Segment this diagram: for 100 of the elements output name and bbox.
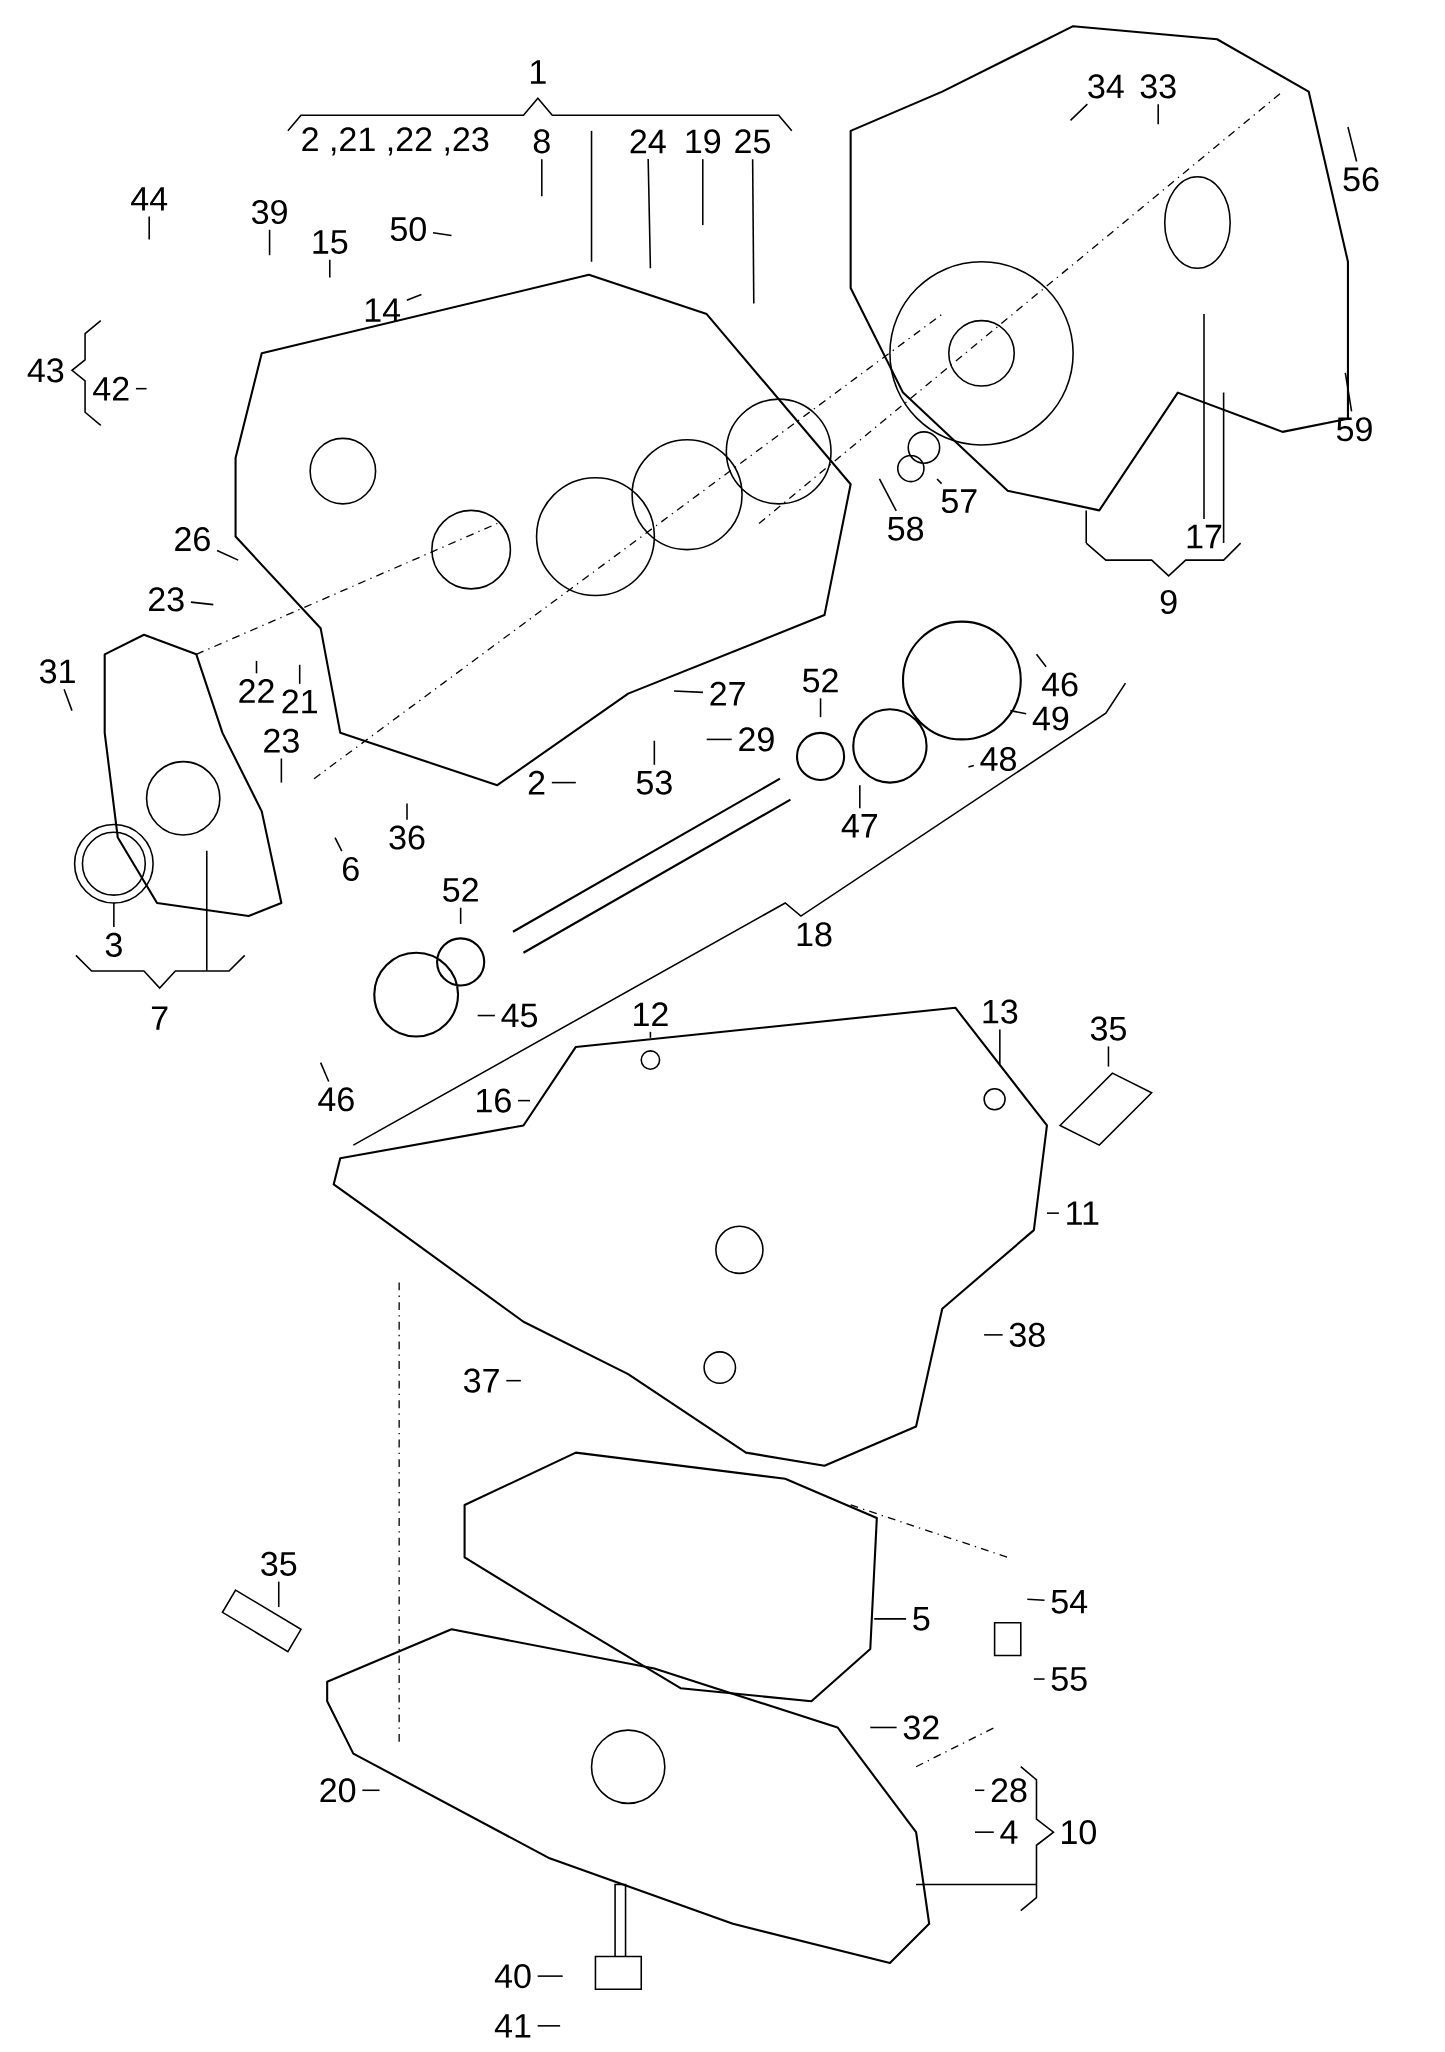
leader-line xyxy=(361,1789,381,1792)
callout-number: 35 xyxy=(261,1551,297,1576)
leader-line xyxy=(819,697,822,718)
callout-number: 37 xyxy=(464,1368,499,1393)
callout-number: 41 xyxy=(494,2014,531,2038)
leader-line xyxy=(999,1028,1001,1065)
leader-line xyxy=(649,1031,652,1039)
leader-line xyxy=(702,158,704,226)
leader-line xyxy=(859,784,861,810)
leader-line xyxy=(673,690,704,694)
callout-number: 13 xyxy=(983,999,1018,1024)
callout-number: 38 xyxy=(1009,1322,1045,1347)
callout-number: 54 xyxy=(1051,1589,1088,1614)
callout-number: 23 xyxy=(264,728,299,753)
leader-line xyxy=(1069,103,1089,122)
leader-line xyxy=(216,549,240,561)
leader-line xyxy=(268,229,271,256)
leader-line xyxy=(974,1789,986,1792)
leader-line xyxy=(329,258,331,279)
callout-number: 32 xyxy=(903,1715,939,1740)
callout-number: 19 xyxy=(686,129,721,154)
leader-line xyxy=(319,1061,330,1083)
callout-number: 25 xyxy=(735,129,771,154)
leader-line xyxy=(878,478,898,512)
leader-line xyxy=(334,836,343,852)
leader-line xyxy=(647,158,652,270)
leader-line xyxy=(1035,653,1047,668)
leader-line xyxy=(460,906,462,925)
leader-line xyxy=(406,802,408,821)
callout-number: 43 xyxy=(27,358,64,383)
leader-line xyxy=(751,158,755,305)
callout-number: 45 xyxy=(501,1003,538,1028)
leader-line xyxy=(1347,126,1358,163)
callout-number: 9 xyxy=(1160,589,1177,615)
leader-line xyxy=(537,2025,561,2027)
callout-number: 12 xyxy=(634,1002,668,1027)
callout-number: 57 xyxy=(941,489,977,514)
leader-line xyxy=(551,781,577,784)
callout-number: 14 xyxy=(365,298,401,322)
leader-line xyxy=(477,1014,496,1017)
leader-line xyxy=(1203,313,1205,520)
callout-number: 33 xyxy=(1140,74,1176,99)
callout-number: 49 xyxy=(1032,706,1069,731)
leader-line xyxy=(190,601,215,606)
leader-line xyxy=(1009,709,1028,715)
callout-number: 34 xyxy=(1088,74,1124,99)
leader-line xyxy=(1026,1598,1046,1602)
callout-number: 21 xyxy=(282,689,318,714)
leader-line xyxy=(517,1099,531,1102)
leader-line xyxy=(63,688,73,712)
callout-number: 26 xyxy=(175,527,210,552)
callout-number: 18 xyxy=(797,922,832,947)
callout-number: 31 xyxy=(40,659,75,684)
callout-number: 52 xyxy=(443,877,478,902)
callout-number: 5 xyxy=(913,1607,930,1631)
callout-number: 23 xyxy=(149,587,184,612)
callout-number: 35 xyxy=(1090,1016,1127,1041)
leader-line xyxy=(406,293,423,302)
leader-line xyxy=(280,757,283,784)
callout-number: 59 xyxy=(1337,417,1372,442)
callout-number: 55 xyxy=(1051,1667,1087,1691)
callout-number: 2 xyxy=(528,770,545,795)
callout-number: 22 xyxy=(239,679,274,703)
leader-line xyxy=(135,387,148,390)
callout-number: 8 xyxy=(533,129,550,154)
callout-number: 52 xyxy=(803,668,838,693)
callout-number: 29 xyxy=(739,727,774,752)
leader-line xyxy=(1344,372,1353,413)
leader-line xyxy=(299,664,301,685)
leader-line xyxy=(1157,103,1160,126)
callout-number: 56 xyxy=(1343,167,1379,192)
callout-number: 2 ,21 ,22 ,23 xyxy=(302,127,489,156)
callout-number: 3 xyxy=(105,932,122,957)
callout-number: 27 xyxy=(710,681,745,706)
callout-number: 36 xyxy=(389,825,425,850)
callout-number: 17 xyxy=(1187,524,1222,549)
leader-line xyxy=(148,215,151,241)
callout-number: 40 xyxy=(494,1964,531,1989)
callout-number: 4 xyxy=(1000,1820,1018,1844)
callout-number: 50 xyxy=(390,216,427,242)
leader-line xyxy=(255,660,258,675)
callout-number: 46 xyxy=(318,1087,354,1112)
callout-number: 39 xyxy=(252,199,287,225)
leader-line xyxy=(432,231,453,237)
leader-line xyxy=(537,1975,564,1977)
callout-number: 1 xyxy=(531,60,546,84)
leader-line xyxy=(869,1726,898,1729)
callout-number: 58 xyxy=(888,516,924,541)
callout-number: 20 xyxy=(320,1778,356,1803)
callout-number: 47 xyxy=(841,814,878,838)
leader-line xyxy=(936,478,943,485)
leader-line xyxy=(278,1580,280,1608)
callout-number: 10 xyxy=(1062,1820,1097,1845)
callout-number: 46 xyxy=(1042,672,1078,697)
leader-line xyxy=(541,158,543,198)
callout-number: 48 xyxy=(980,747,1017,772)
callout-number: 53 xyxy=(636,770,672,795)
leader-line xyxy=(653,739,656,766)
callout-number: 28 xyxy=(991,1778,1027,1803)
callout-number: 15 xyxy=(313,230,348,254)
